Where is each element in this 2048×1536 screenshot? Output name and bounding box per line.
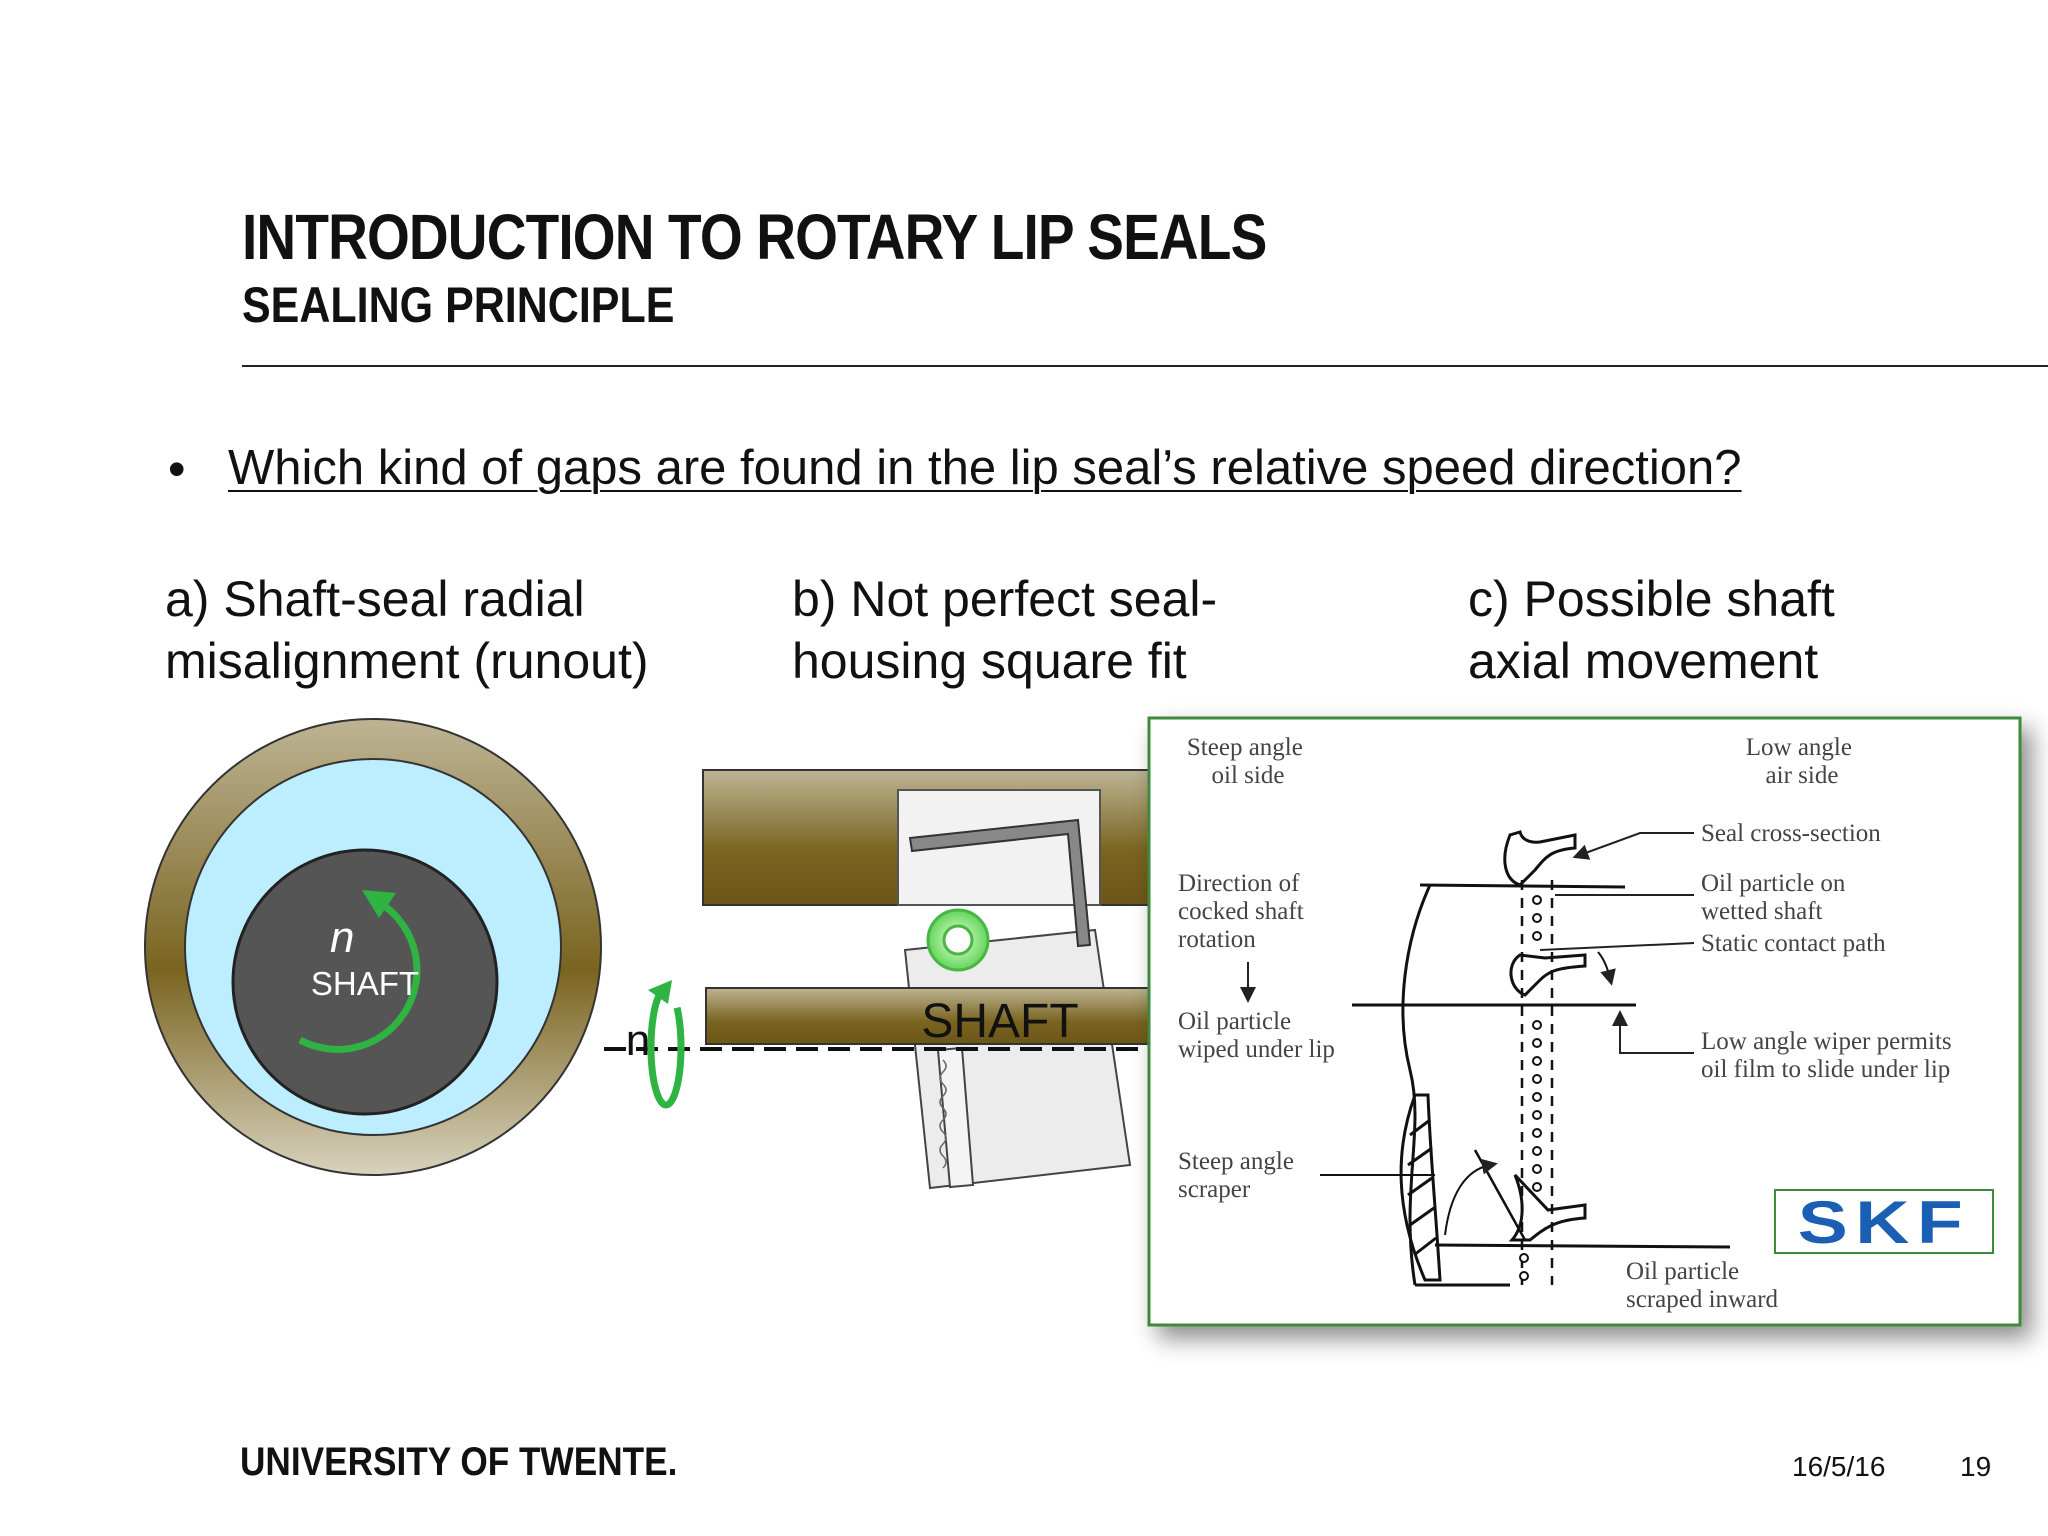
university-logo: UNIVERSITY OF TWENTE. [240,1440,678,1484]
speed-symbol-b: n [626,1016,650,1065]
label-steep-oil: Steep angle oil side [1187,734,1309,789]
bullet-question: Which kind of gaps are found in the lip … [228,441,1742,495]
caption-a: a) Shaft-seal radial misalignment (runou… [165,571,649,689]
shaft-label: SHAFT [311,965,419,1002]
metal-insert [908,818,1092,948]
seal-shaft-drawing [1320,830,1731,1287]
skf-logo: SKF [1798,1190,1970,1256]
diagram-b-squarefit: SHAFT n [604,769,1157,1190]
rotation-ellipse [647,985,685,1109]
label-seal-cross: Seal cross-section [1701,820,1881,847]
bullet-marker: • [168,441,186,497]
label-low-air: Low angle air side [1746,734,1858,789]
slide-title: INTRODUCTION TO ROTARY LIP SEALS [242,201,1267,273]
seal-cavity [897,789,1101,906]
shaft-label-b: SHAFT [921,995,1078,1048]
skf-figure-panel: Steep angle oil side Direction of cocked… [1147,716,2022,1327]
diagram-a-runout: n SHAFT [144,718,602,1176]
label-steep-scraper: Steep angle scraper [1178,1148,1300,1203]
caption-c: c) Possible shaft axial movement [1468,571,1835,689]
label-scraped: Oil particle scraped inward [1626,1258,1779,1313]
label-low-wiper: Low angle wiper permits oil film to slid… [1701,1028,1958,1083]
spring-wave [939,1059,947,1169]
leader-lines [1539,832,1695,1054]
spring-strip [936,1046,975,1189]
shaft-circle [231,848,499,1116]
title-divider [242,365,2048,367]
slide-date: 16/5/16 [1792,1451,1886,1482]
caption-b: b) Not perfect seal- housing square fit [792,571,1218,689]
label-oil-wetted: Oil particle on wetted shaft [1701,870,1852,925]
slide-subtitle: SEALING PRINCIPLE [242,277,675,333]
skf-logo-frame [1774,1189,1994,1254]
oil-particle-dots [1519,895,1542,1281]
rotation-arrow [298,896,421,1053]
label-static-path: Static contact path [1701,930,1886,957]
label-direction: Direction of cocked shaft rotation [1178,870,1310,953]
label-wiped: Oil particle wiped under lip [1178,1008,1335,1063]
shaft-bar [705,987,1157,1045]
rotation-arrow-head [362,890,396,918]
page-number: 19 [1960,1451,1992,1482]
speed-symbol: n [330,913,354,962]
